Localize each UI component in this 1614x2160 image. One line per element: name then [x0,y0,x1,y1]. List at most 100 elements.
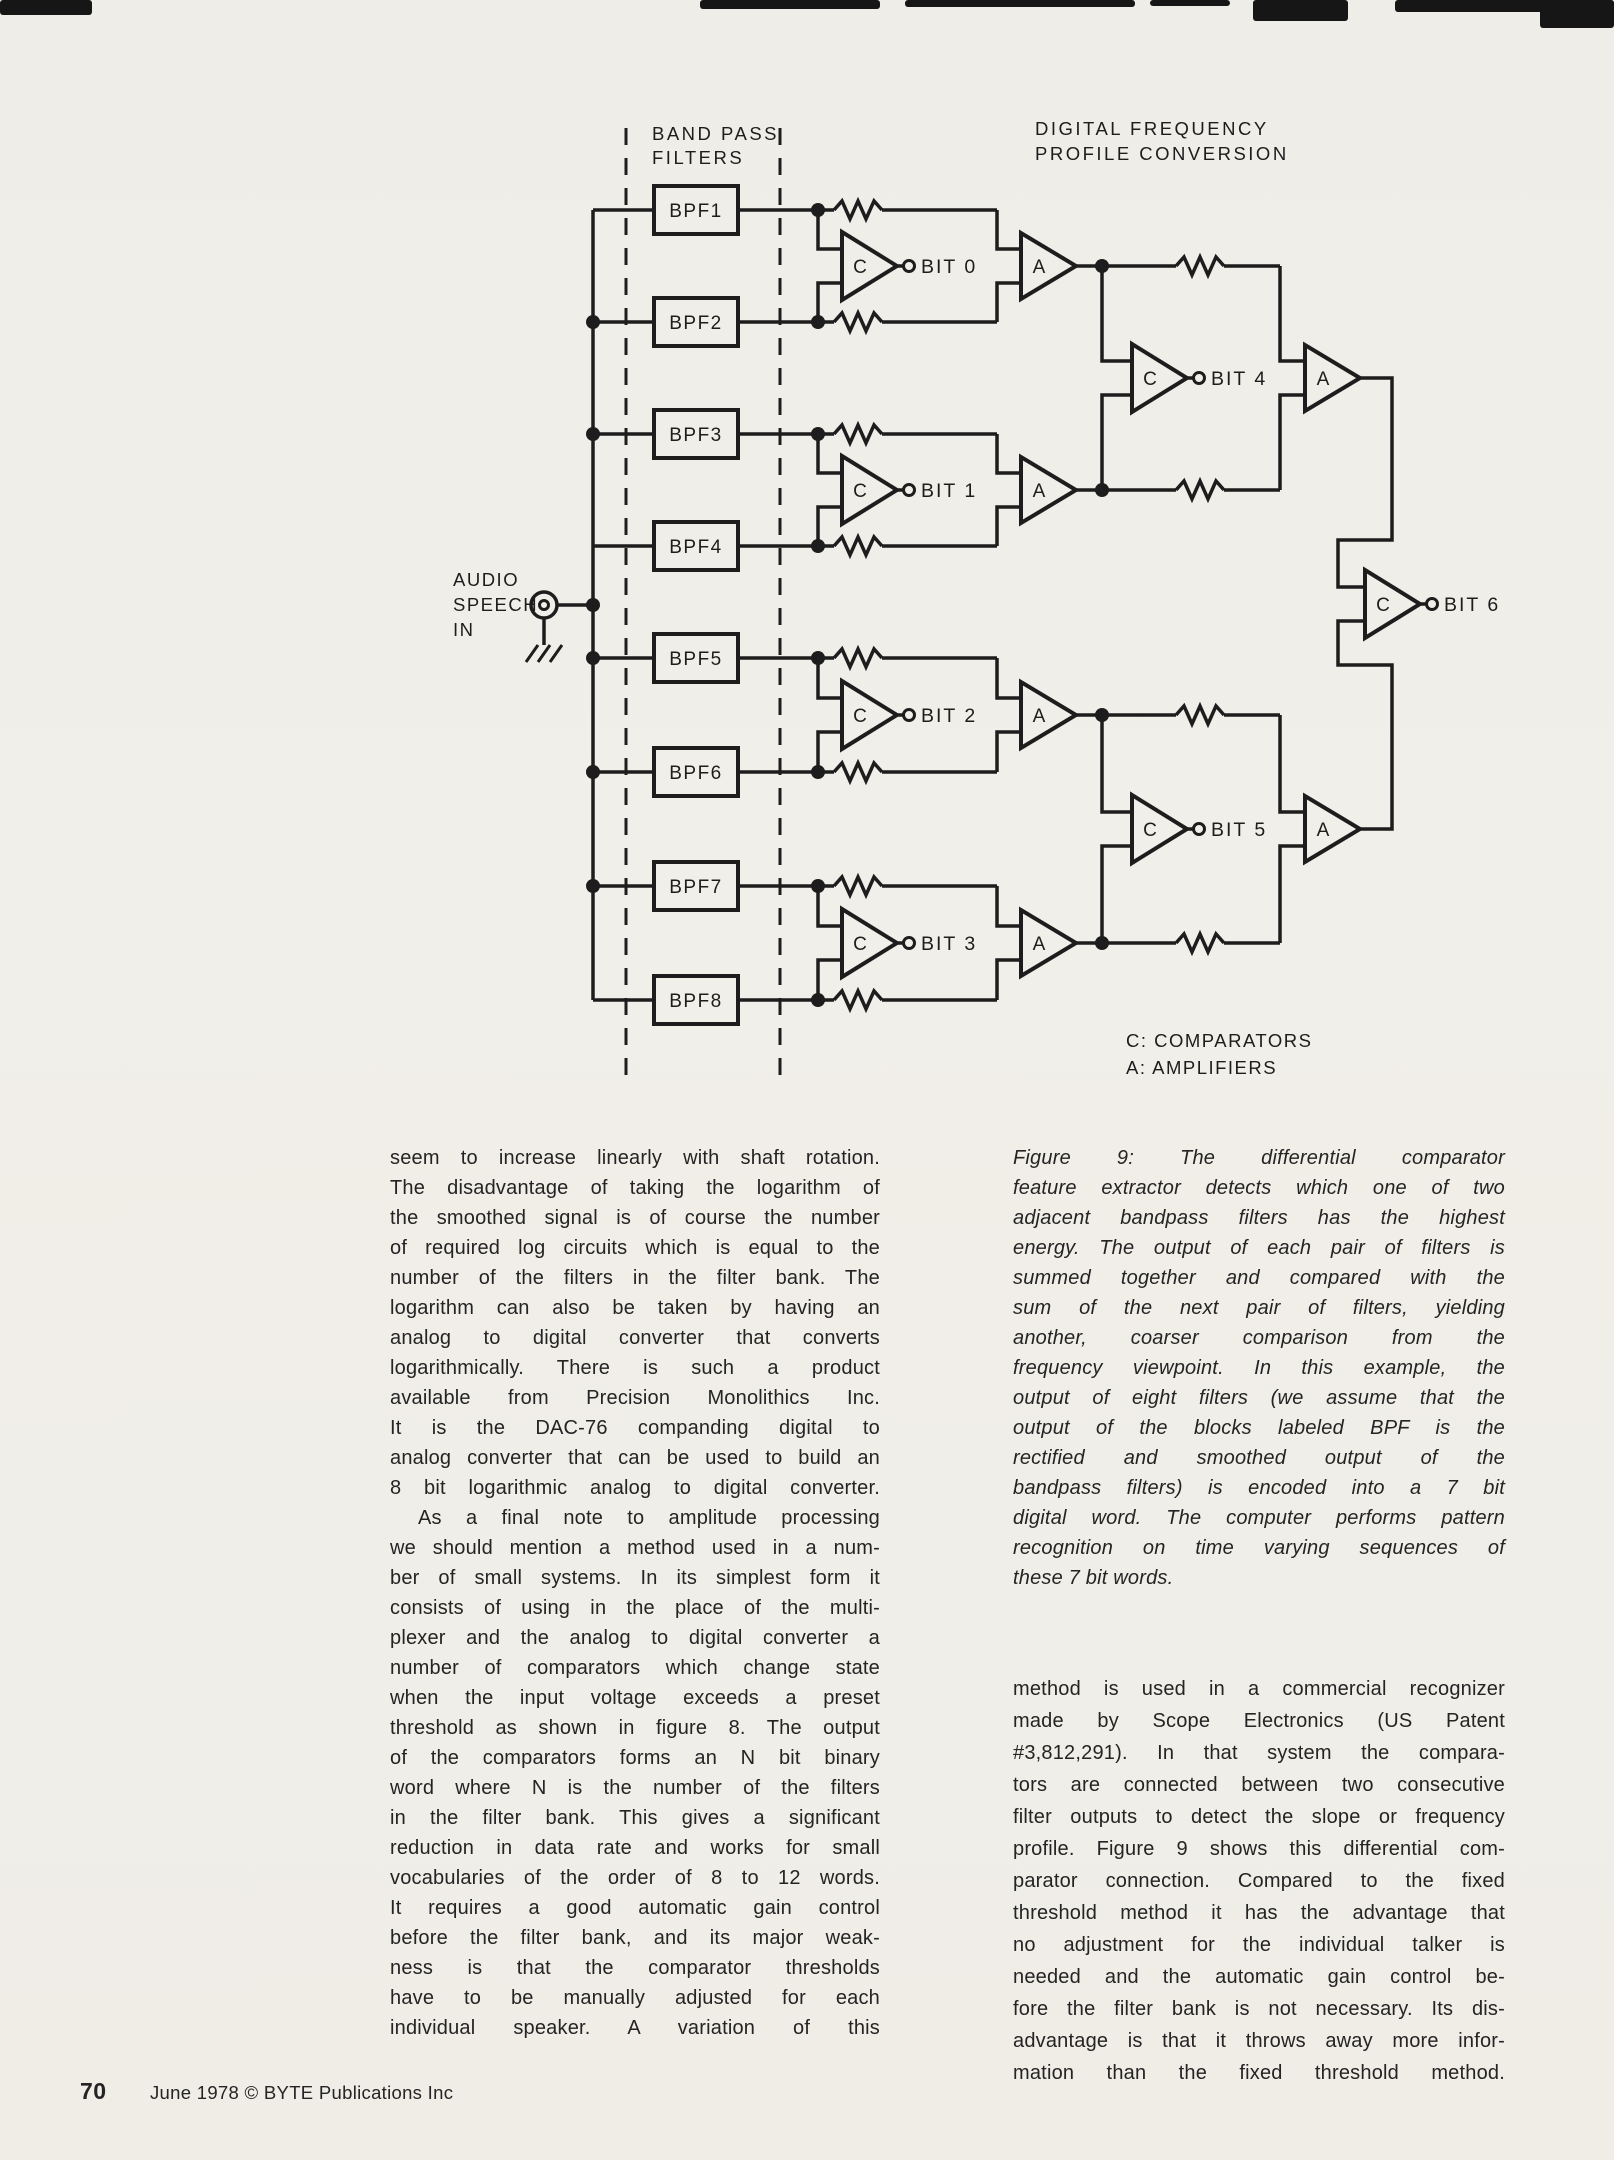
bpf4-label: BPF4 [669,537,723,558]
text-line: have to be manually adjusted for each [390,1987,880,2009]
amplifier-icon [1303,792,1364,866]
text-line: individual speaker. A variation of this [390,2017,880,2039]
ground-icon [524,644,564,663]
scan-artifact [905,0,1135,7]
text-line: ness is that the comparator thresholds [390,1957,880,1979]
dashed-separator [624,128,782,1076]
text-line: of the comparators forms an N bit binary [390,1747,880,1769]
text-line: mation than the fixed threshold method. [1013,2062,1505,2084]
amplifier-letter: A [1317,820,1330,841]
text-line: threshold as shown in figure 8. The outp… [390,1717,880,1739]
caption-line: frequency viewpoint. In this example, th… [1013,1357,1505,1379]
comparator-letter: C [853,706,867,727]
text-line: the smoothed signal is of course the num… [390,1207,880,1229]
bit5-label: BIT 5 [1211,819,1267,841]
junction-dots [586,203,1109,1007]
audio-input-label: AUDIO [453,569,519,590]
caption-line: output of the blocks labeled BPF is the [1013,1417,1505,1439]
scan-artifact [1150,0,1230,6]
comparator-icon [840,905,901,981]
text-line: The disadvantage of taking the logarithm… [390,1177,880,1199]
scan-artifact [1540,0,1614,28]
caption-line: digital word. The computer performs patt… [1013,1507,1505,1529]
figure-caption: Figure 9: The differential comparator fe… [1013,1143,1505,1593]
bpf8-label: BPF8 [669,991,723,1012]
bpf5-label: BPF5 [669,649,723,670]
caption-line: adjacent bandpass filters has the highes… [1013,1207,1505,1229]
amplifier-letter: A [1317,369,1330,390]
amplifier-letter: A [1033,481,1046,502]
text-line: no adjustment for the individual talker … [1013,1934,1505,1956]
legend-comparators: C: COMPARATORS [1126,1030,1313,1051]
bit2-label: BIT 2 [921,705,977,727]
text-line: number of the filters in the filter bank… [390,1267,880,1289]
bpf-boxes [652,184,740,1026]
comparator-letter: C [853,934,867,955]
bandpass-filters-label: BAND PASS [652,123,779,144]
comparator-icon [1130,791,1191,867]
amplifier-icon [1019,906,1080,980]
amplifier-icon [1019,453,1080,527]
amplifier-icon [1019,229,1080,303]
text-line: reduction in data rate and works for sma… [390,1837,880,1859]
text-line: consists of using in the place of the mu… [390,1597,880,1619]
right-column-body: method is used in a commercial recognize… [1013,1673,1505,2089]
text-line: fore the filter bank is not necessary. I… [1013,1998,1505,2020]
amplifier-letter: A [1033,934,1046,955]
bit3-label: BIT 3 [921,933,977,955]
digital-frequency-label: PROFILE CONVERSION [1035,143,1289,164]
text-line: when the input voltage exceeds a preset [390,1687,880,1709]
comparator-letter: C [1376,595,1390,616]
caption-line: Figure 9: The differential comparator [1013,1147,1505,1169]
comparator-icon [840,452,901,528]
bit-terminals [902,259,1439,950]
bpf2-label: BPF2 [669,313,723,334]
bpf1-label: BPF1 [669,201,723,222]
text-line: threshold method it has the advantage th… [1013,1902,1505,1924]
bpf6-label: BPF6 [669,763,723,784]
text-line: of required log circuits which is equal … [390,1237,880,1259]
page-number: 70 [80,2078,107,2104]
text-line: profile. Figure 9 shows this differentia… [1013,1838,1505,1860]
audio-input-label: IN [453,619,475,640]
comparator-letter: C [1143,820,1157,841]
digital-frequency-label: DIGITAL FREQUENCY [1035,118,1269,139]
text-line: seem to increase linearly with shaft rot… [390,1147,880,1169]
text-line: 8 bit logarithmic analog to digital conv… [390,1477,880,1499]
comparator-icon [840,228,901,304]
text-line: number of comparators which change state [390,1657,880,1679]
caption-line: summed together and compared with the [1013,1267,1505,1289]
bpf3-label: BPF3 [669,425,723,446]
text-line: logarithm can also be taken by having an [390,1297,880,1319]
text-line: we should mention a method used in a num… [390,1537,880,1559]
comparator-letter: C [853,257,867,278]
text-line: tors are connected between two consecuti… [1013,1774,1505,1796]
caption-line: another, coarser comparison from the [1013,1327,1505,1349]
amplifier-letter: A [1033,257,1046,278]
scan-artifact [700,0,880,9]
text-line: analog converter that can be used to bui… [390,1447,880,1469]
text-line: needed and the automatic gain control be… [1013,1966,1505,1988]
bandpass-filters-label: FILTERS [652,147,744,168]
text-line: analog to digital converter that convert… [390,1327,880,1349]
text-line: It requires a good automatic gain contro… [390,1897,880,1919]
right-column: Figure 9: The differential comparator fe… [1013,1143,1505,2089]
text-line: word where N is the number of the filter… [390,1777,880,1799]
text-line: available from Precision Monolithics Inc… [390,1387,880,1409]
text-line: in the filter bank. This gives a signifi… [390,1807,880,1829]
bit0-label: BIT 0 [921,256,977,278]
comparator-letter: C [853,481,867,502]
caption-line: sum of the next pair of filters, yieldin… [1013,1297,1505,1319]
amplifier-icon [1303,341,1364,415]
left-column: seem to increase linearly with shaft rot… [390,1143,880,2043]
amplifier-icon [1019,678,1080,752]
text-line: logarithmically. There is such a product [390,1357,880,1379]
figure-9-diagram: BPF1 BPF2 BPF3 BPF4 BPF5 BPF6 BPF7 BPF8 [453,118,1498,1078]
comparator-icon [840,677,901,753]
text-line: #3,812,291). In that system the compara- [1013,1742,1505,1764]
comparator-letter: C [1143,369,1157,390]
text-line: advantage is that it throws away more in… [1013,2030,1505,2052]
caption-line: recognition on time varying sequences of [1013,1537,1505,1559]
text-line: before the filter bank, and its major we… [390,1927,880,1949]
scan-artifact [0,0,92,15]
